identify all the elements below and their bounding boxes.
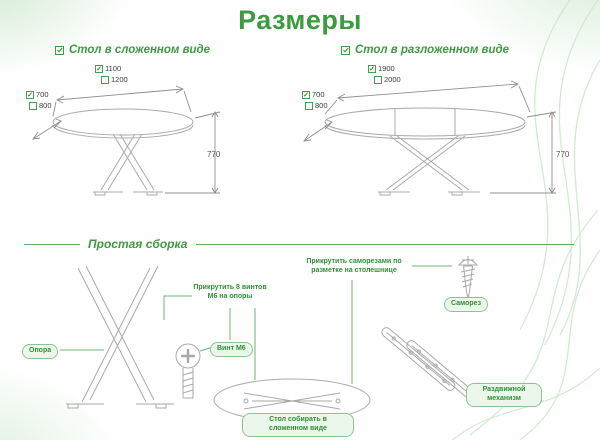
- checkbox-icon: ✓: [95, 64, 103, 73]
- dimension-value: 700: [36, 90, 49, 99]
- unfolded-width-option-2: 2000: [374, 75, 401, 84]
- folded-width-option-1: ✓ 1100: [95, 64, 121, 73]
- assembly-heading: Простая сборка: [88, 237, 188, 251]
- heading-rule-left: [24, 244, 80, 245]
- assembly-step-top-text: Прикрутить саморезами по разметке на сто…: [306, 258, 402, 275]
- unfolded-section-heading: Стол в разложенном виде: [300, 44, 550, 56]
- unfolded-table-drawing: [303, 80, 557, 196]
- dimension-value: 800: [39, 101, 52, 110]
- folded-section-heading: Стол в сложенном виде: [25, 44, 240, 56]
- folded-height-value: 770: [207, 150, 221, 159]
- page-title: Размеры: [238, 5, 362, 35]
- folded-depth-option-1: ✓ 700: [26, 90, 49, 99]
- folded-depth-option-2: 800: [29, 101, 52, 110]
- tapping-screw-label: Саморез: [444, 297, 489, 312]
- dimension-value: 2000: [384, 75, 401, 84]
- check-icon: [54, 45, 64, 55]
- m6-screw-label: Винт М6: [210, 342, 253, 357]
- unfolded-heading-label: Стол в разложенном виде: [354, 44, 509, 56]
- dimension-value: 1200: [111, 75, 128, 84]
- assembly-step-legs-text: Прикрутить 8 винтов М6 на опоры: [193, 284, 267, 301]
- dimension-value: 700: [312, 90, 325, 99]
- checkbox-icon: ✓: [302, 90, 310, 99]
- dimension-value: 1100: [105, 64, 122, 73]
- dimension-value: 800: [315, 101, 328, 110]
- folded-table-drawing: [32, 85, 221, 196]
- leg-drawing: [66, 265, 174, 409]
- checkbox-icon: [101, 75, 109, 84]
- unfolded-width-option-1: ✓ 1900: [368, 64, 395, 73]
- folded-width-option-2: 1200: [101, 75, 128, 84]
- check-icon: [340, 45, 350, 55]
- step1-to-leg-connector: [163, 295, 192, 320]
- checkbox-icon: [29, 101, 37, 110]
- folded-heading-label: Стол в сложенном виде: [68, 44, 211, 56]
- unfolded-height-value: 770: [556, 150, 570, 159]
- heading-rule-right: [196, 244, 574, 245]
- dimension-value: 1900: [378, 64, 395, 73]
- assembly-diagram: [60, 256, 481, 422]
- checkbox-icon: [305, 101, 313, 110]
- unfolded-depth-option-2: 800: [305, 101, 328, 110]
- unfolded-depth-option-1: ✓ 700: [302, 90, 325, 99]
- checkbox-icon: ✓: [368, 64, 376, 73]
- tapping-screw-drawing: [457, 256, 479, 299]
- sliding-mechanism-label: Раздвижной механизм: [466, 383, 542, 407]
- checkbox-icon: [374, 75, 382, 84]
- m6-screw-drawing: [175, 343, 201, 399]
- checkbox-icon: ✓: [26, 90, 34, 99]
- assembly-note: Стол собирать в сложенном виде: [242, 413, 354, 437]
- leg-label: Опора: [22, 344, 59, 359]
